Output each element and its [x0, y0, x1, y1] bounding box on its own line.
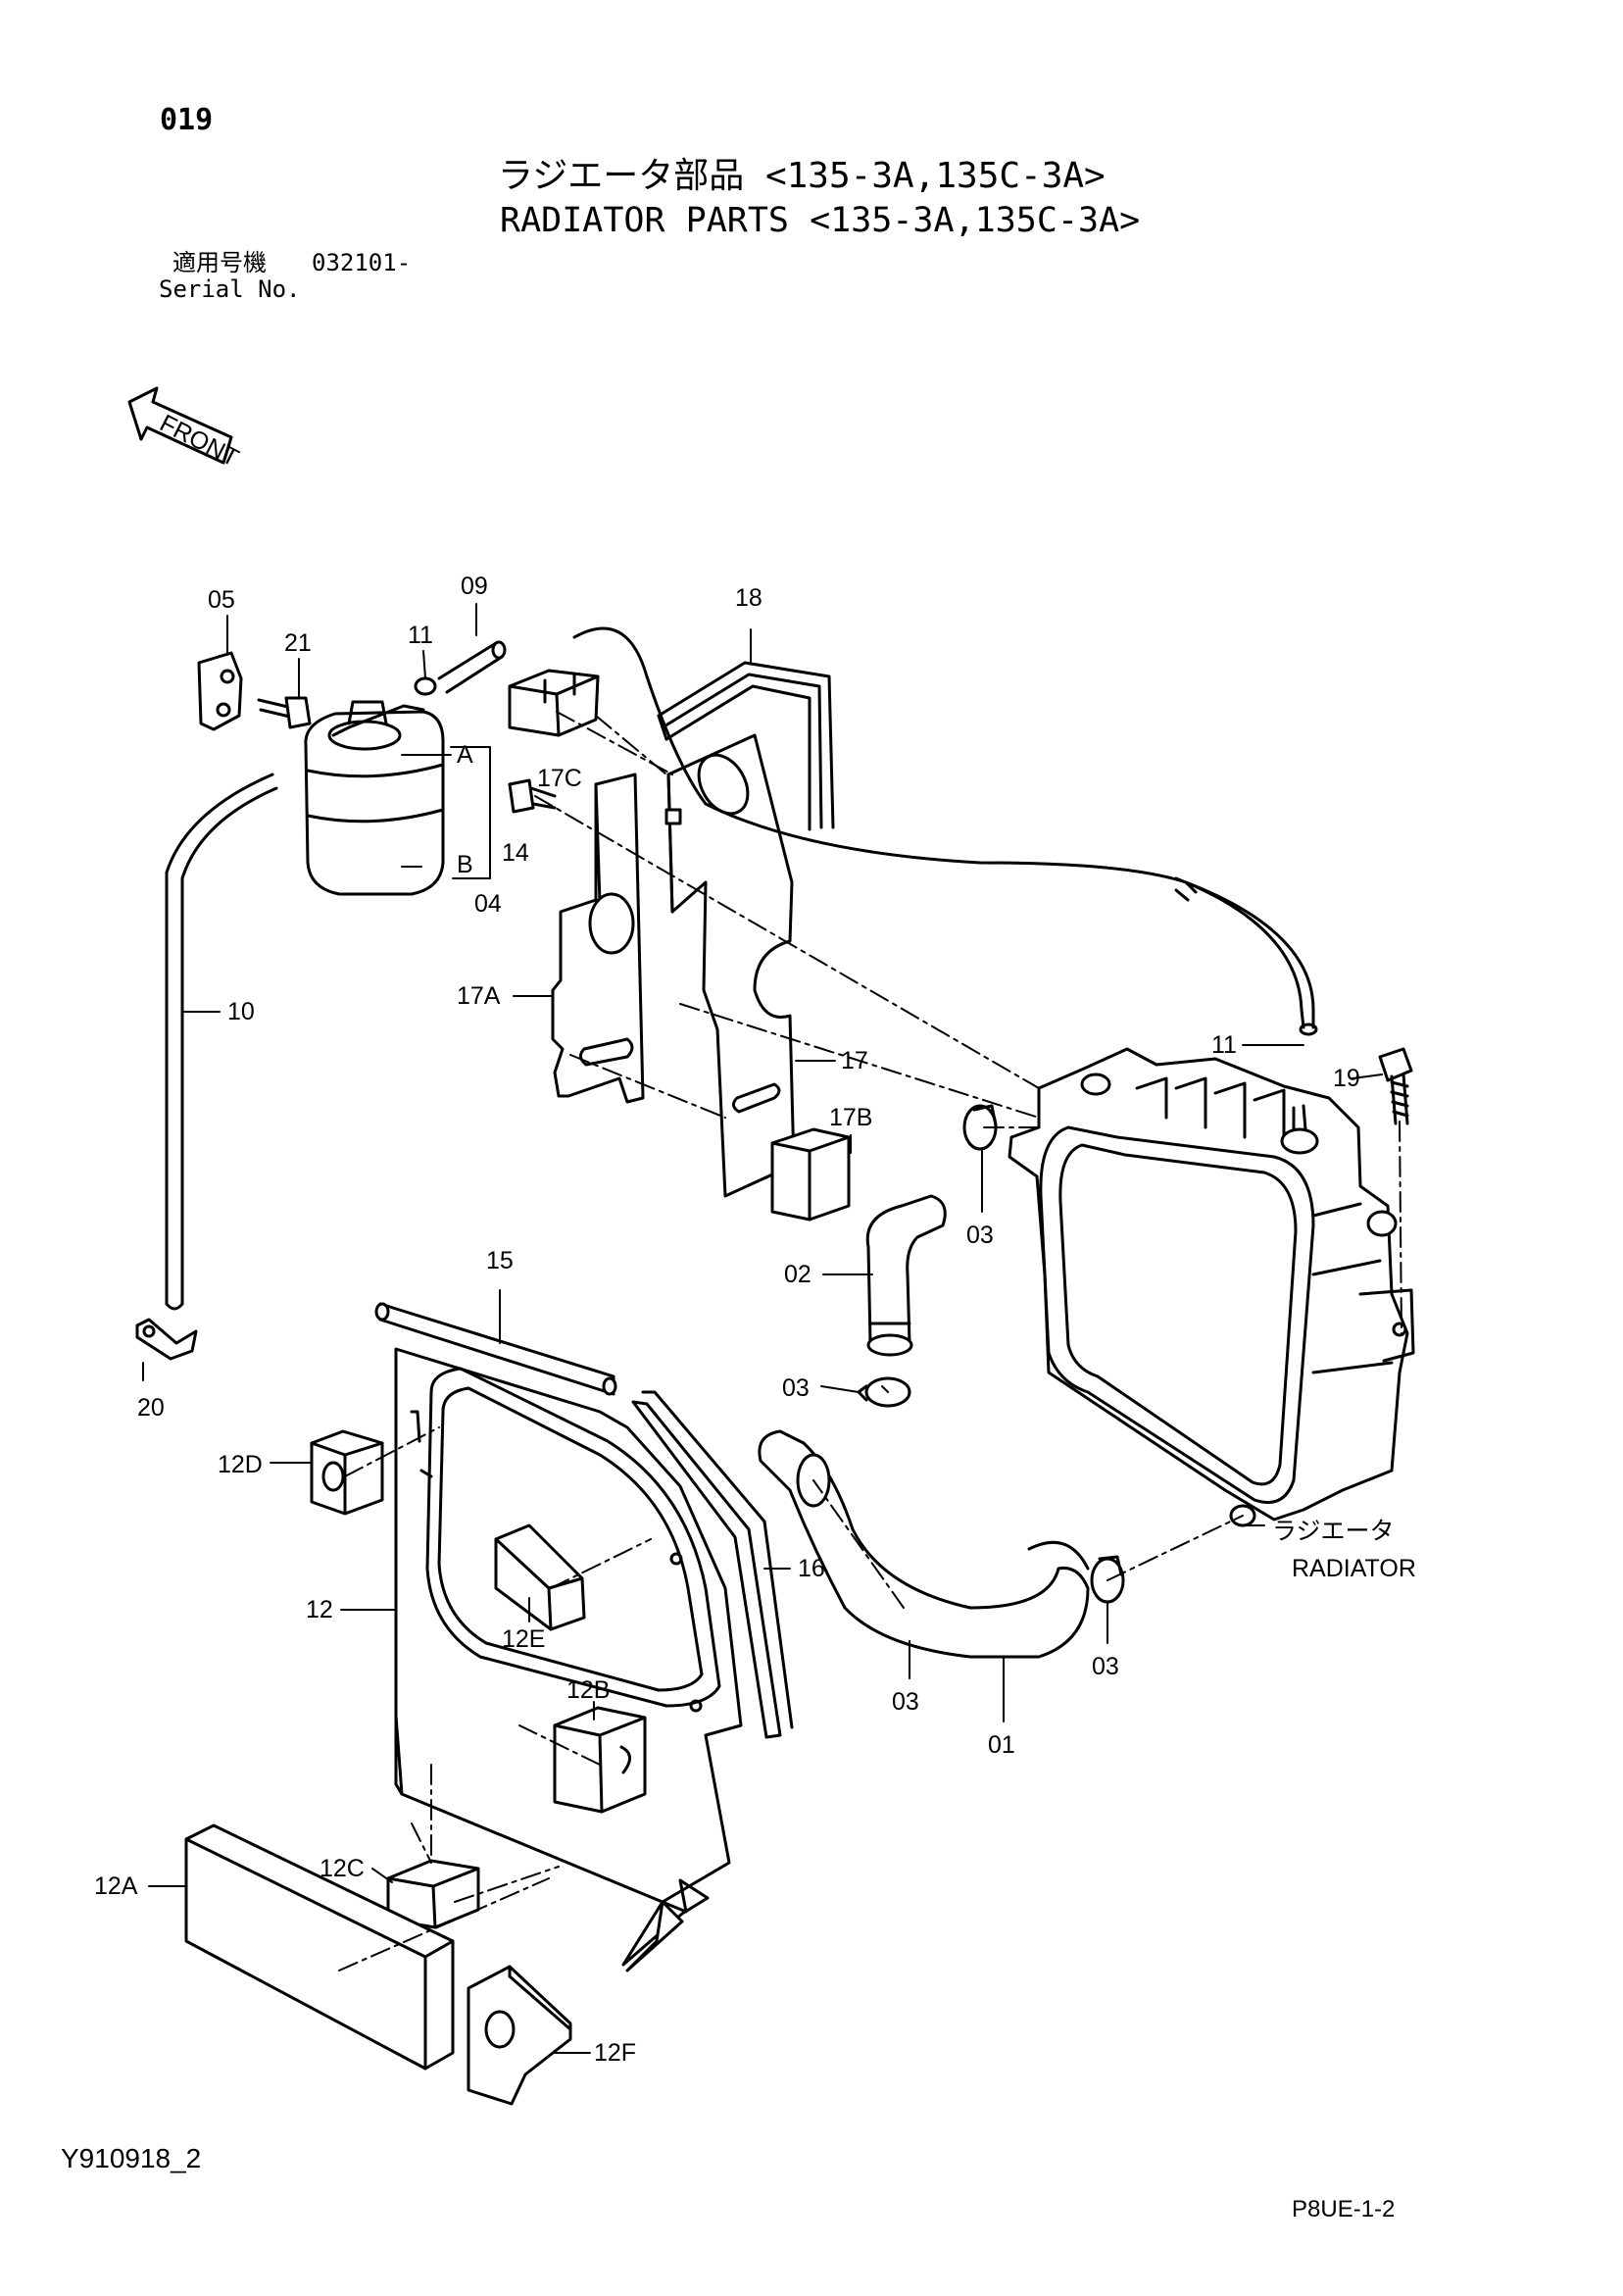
- callout-05: 05: [208, 586, 235, 614]
- callout-12A: 12A: [94, 1872, 138, 1900]
- callout-12B: 12B: [566, 1676, 610, 1704]
- leader-lines: [142, 603, 1383, 2054]
- bolt-21: [257, 696, 312, 729]
- callout-12E: 12E: [502, 1625, 545, 1653]
- rubber-pad-12A: [184, 1823, 455, 2071]
- seal-strip-18: [657, 661, 835, 831]
- hose-clip-20: [135, 1318, 198, 1361]
- overflow-hose-09: [437, 640, 507, 694]
- radiator-label-en: RADIATOR: [1292, 1555, 1416, 1582]
- callout-14: 14: [502, 839, 529, 867]
- callout-10: 10: [227, 998, 255, 1025]
- callout-03-a: 03: [966, 1222, 994, 1249]
- figure-code: Y910918_2: [61, 2143, 202, 2173]
- rubber-block-17C: [508, 669, 600, 737]
- callout-12F: 12F: [594, 2039, 636, 2067]
- callout-12C: 12C: [320, 1855, 365, 1882]
- overflow-hose-route: [572, 626, 1318, 1036]
- rubber-block-17B: [770, 1127, 851, 1222]
- reserve-tank-04: [304, 700, 445, 896]
- callout-21: 21: [284, 629, 312, 657]
- callout-09: 09: [461, 573, 488, 600]
- drain-hose-10: [165, 773, 278, 1311]
- callout-A: A: [457, 741, 473, 769]
- callout-01: 01: [988, 1731, 1015, 1759]
- radiator-core: [1008, 1047, 1415, 1527]
- bolt-19: [1378, 1047, 1413, 1125]
- hose-clamp-11-top: [414, 676, 437, 696]
- seal-strip-16: [631, 1390, 794, 1739]
- page-code: P8UE-1-2: [1292, 2196, 1396, 2222]
- serial-label-japanese: 適用号機: [172, 249, 267, 276]
- callout-B: B: [457, 851, 473, 878]
- title-english: RADIATOR PARTS <135-3A,135C-3A>: [500, 201, 1141, 240]
- callout-20: 20: [137, 1394, 165, 1422]
- callout-11-right: 11: [1211, 1031, 1237, 1059]
- callout-19: 19: [1333, 1065, 1360, 1092]
- rubber-block-12E: [494, 1523, 586, 1631]
- radiator-label-jp: ラジエータ: [1272, 1518, 1395, 1545]
- upper-hose-02: [865, 1194, 947, 1357]
- callout-04: 04: [474, 890, 502, 918]
- hose-clamp-03-b: [857, 1376, 911, 1408]
- callout-18: 18: [735, 584, 762, 612]
- rubber-block-12B: [553, 1706, 647, 1814]
- title-japanese: ラジエータ部品 <135-3A,135C-3A>: [498, 156, 1106, 196]
- callout-12: 12: [306, 1596, 333, 1623]
- callout-02: 02: [784, 1261, 812, 1288]
- plate-17: [664, 733, 796, 1198]
- callout-03-b: 03: [782, 1374, 810, 1402]
- fan-shroud-12: [394, 1347, 743, 1972]
- front-arrow-icon: FRONT: [127, 386, 243, 473]
- bolt-14: [508, 778, 557, 814]
- callout-17A: 17A: [457, 982, 501, 1010]
- serial-value: 032101-: [312, 249, 412, 276]
- callout-11-top: 11: [408, 622, 433, 649]
- lower-hose-01: [758, 1429, 1090, 1659]
- alignment-lines: [338, 711, 1402, 1972]
- plate-17A: [551, 773, 645, 1104]
- seal-strip-15: [374, 1302, 617, 1396]
- bracket-05: [197, 651, 243, 731]
- page-number: 019: [160, 103, 214, 137]
- callout-03-c: 03: [892, 1688, 919, 1716]
- front-label: FRONT: [156, 410, 243, 473]
- callout-15: 15: [486, 1247, 514, 1274]
- callout-16: 16: [798, 1555, 825, 1582]
- callout-17: 17: [841, 1047, 868, 1074]
- callout-17B: 17B: [829, 1104, 872, 1131]
- rubber-block-12D: [310, 1429, 384, 1516]
- callout-labels: 05 21 11 09 18 A 17C 14 B 04 10 17A 17 1…: [94, 573, 1416, 2067]
- callout-17C: 17C: [537, 765, 582, 792]
- callout-12D: 12D: [218, 1451, 263, 1478]
- serial-label-english: Serial No.: [159, 275, 301, 303]
- callout-03-d: 03: [1092, 1653, 1119, 1680]
- bracket-12F: [467, 1965, 572, 2106]
